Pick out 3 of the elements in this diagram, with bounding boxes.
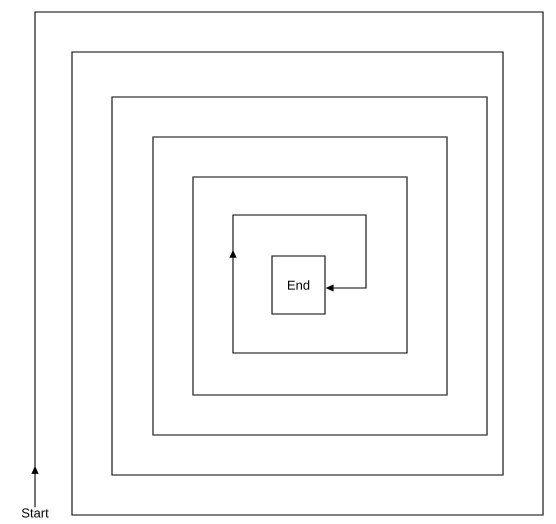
- end-box: End: [271, 255, 326, 315]
- arrow: [31, 11, 544, 516]
- start-label: Start: [22, 508, 49, 518]
